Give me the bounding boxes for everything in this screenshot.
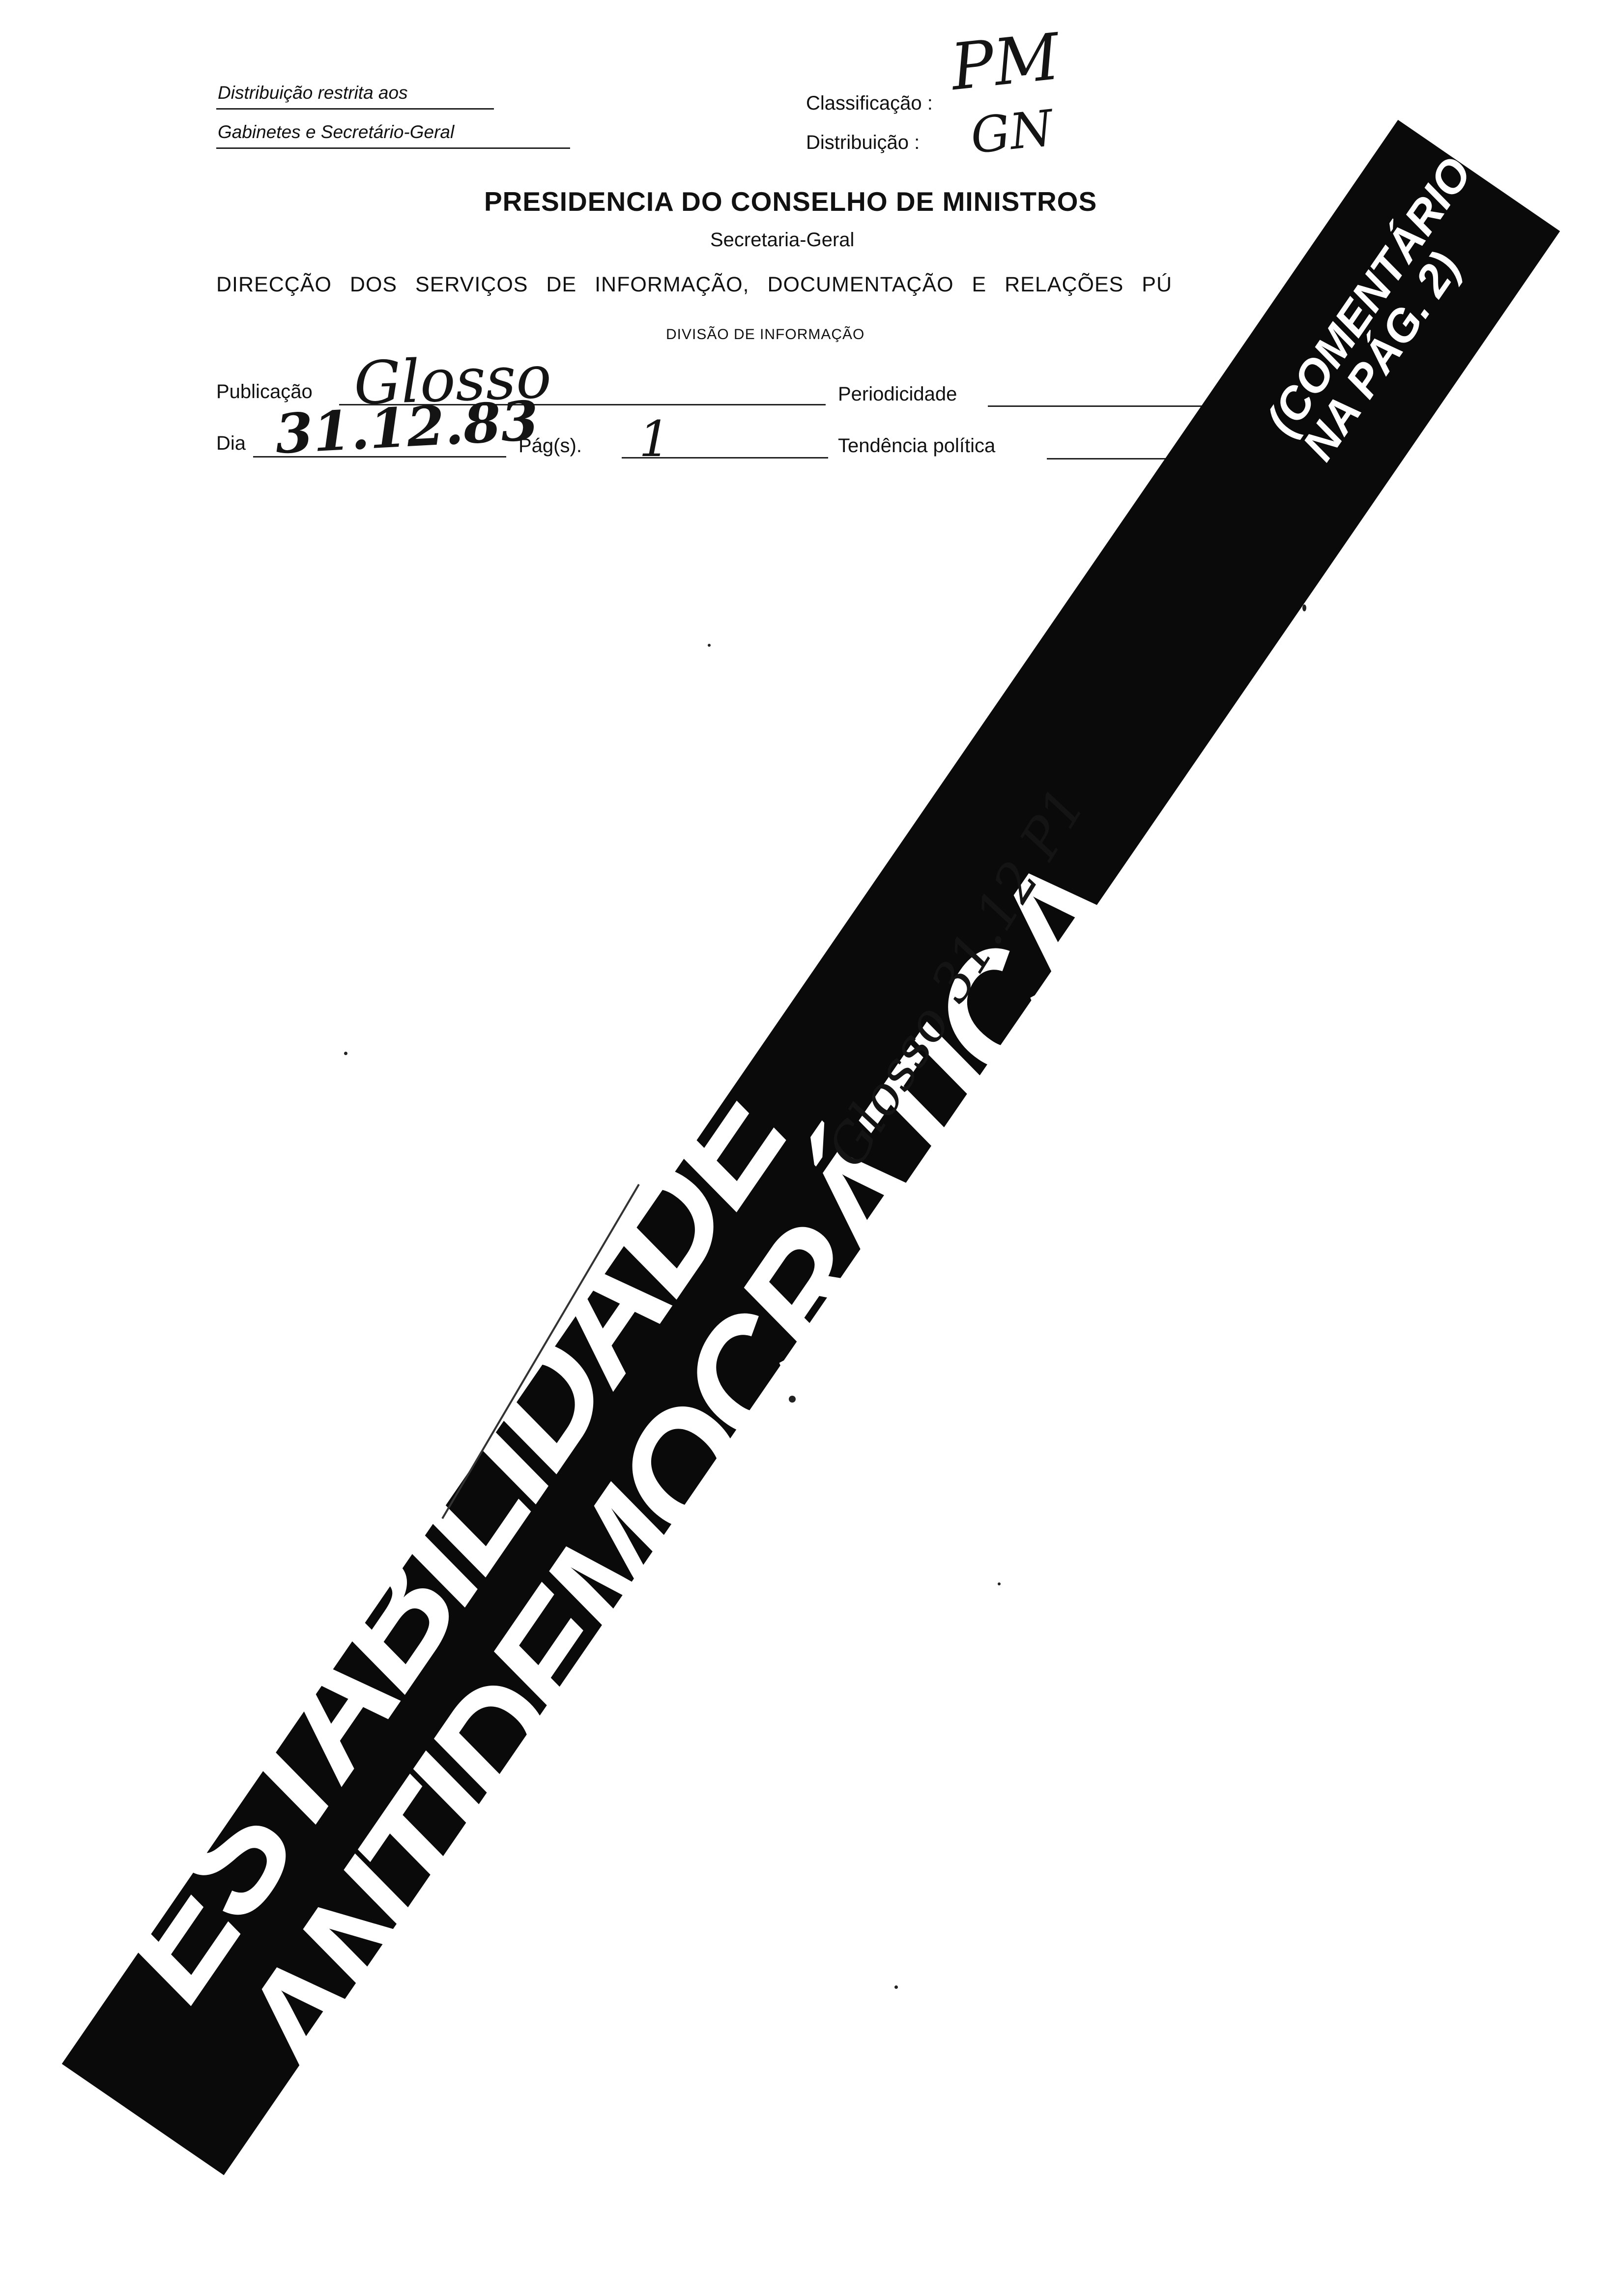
pags-handwritten: 1 bbox=[639, 410, 670, 468]
institution-title: PRESIDENCIA DO CONSELHO DE MINISTROS bbox=[484, 186, 1097, 217]
tendencia-label: Tendência política bbox=[838, 435, 996, 457]
restriction-line-1: Distribuição restrita aos bbox=[218, 83, 408, 103]
periodicidade-label: Periodicidade bbox=[838, 383, 957, 405]
scan-speck bbox=[708, 644, 711, 647]
dia-label: Dia bbox=[216, 432, 246, 454]
restriction-underline-2 bbox=[216, 147, 570, 149]
scan-speck bbox=[789, 1396, 796, 1403]
dia-underline bbox=[253, 456, 506, 458]
periodicidade-underline bbox=[988, 405, 1204, 407]
restriction-underline-1 bbox=[216, 108, 494, 110]
direction-line: DIRECÇÃO DOS SERVIÇOS DE INFORMAÇÃO, DOC… bbox=[216, 273, 1172, 296]
scan-speck bbox=[998, 1582, 1001, 1585]
scan-speck bbox=[344, 1052, 347, 1055]
pags-underline bbox=[622, 457, 828, 459]
restriction-line-2: Gabinetes e Secretário-Geral bbox=[218, 122, 455, 142]
classificacao-label: Classificação : bbox=[806, 92, 933, 114]
division-title: DIVISÃO DE INFORMAÇÃO bbox=[666, 326, 865, 343]
scan-speck bbox=[1302, 604, 1306, 611]
pags-label: Pág(s). bbox=[518, 435, 582, 457]
tendencia-underline bbox=[1047, 458, 1204, 459]
scan-speck bbox=[894, 1985, 898, 1989]
distribuicao-label: Distribuição : bbox=[806, 132, 920, 153]
publicacao-underline bbox=[339, 404, 826, 405]
institution-subtitle: Secretaria-Geral bbox=[710, 229, 855, 251]
publicacao-label: Publicação bbox=[216, 381, 313, 402]
scan-line bbox=[441, 1183, 640, 1520]
